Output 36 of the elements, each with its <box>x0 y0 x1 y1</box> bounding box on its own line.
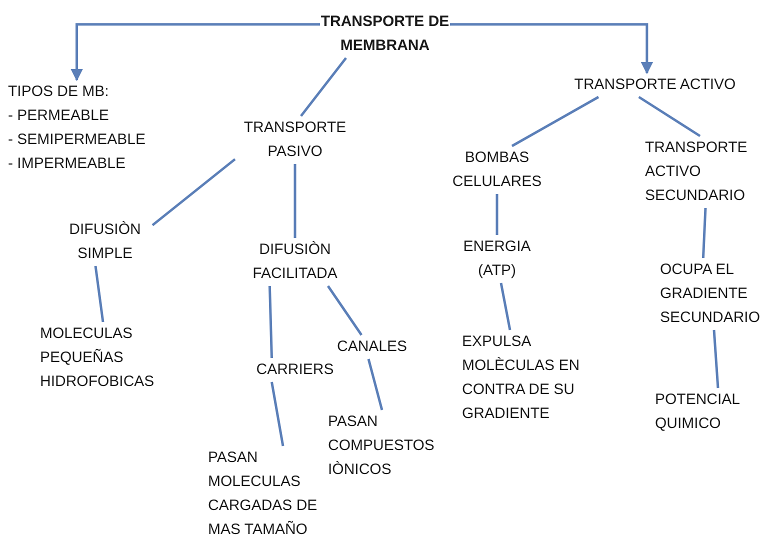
arrow <box>70 23 320 82</box>
concept-text: MOLECULAS PEQUEÑAS HIDROFOBICAS <box>40 324 156 392</box>
connector-line <box>511 96 600 148</box>
connector-line <box>367 358 384 410</box>
connector-line <box>496 194 498 235</box>
concept-text: BOMBAS CELULARES <box>451 148 543 192</box>
arrow <box>450 23 654 74</box>
list-item: - IMPERMEABLE <box>8 154 127 174</box>
connector-line <box>638 96 701 138</box>
concept-text: ENERGIA (ATP) <box>462 237 532 281</box>
concept-text: EXPULSA MOLÈCULAS EN CONTRA DE SU GRADIENTE <box>462 332 581 424</box>
connector-line <box>500 282 512 330</box>
connector-line <box>94 266 104 322</box>
list-item: - SEMIPERMEABLE <box>8 130 146 150</box>
concept-text: TRANSPORTE ACTIVO SECUNDARIO <box>645 138 748 206</box>
concept-text: TRANSPORTE PASIVO <box>242 118 348 162</box>
concept-text: PASAN MOLECULAS CARGADAS DE MAS TAMAÑO <box>208 448 318 540</box>
concept-text: CARRIERS <box>256 360 334 380</box>
connector-line <box>712 330 720 388</box>
title-text: TRANSPORTE DE MEMBRANA <box>320 12 450 56</box>
connector-line <box>300 57 347 117</box>
connector-line <box>326 285 363 336</box>
concept-text: TIPOS DE MB: <box>8 82 110 102</box>
connector-line <box>268 286 273 358</box>
concept-text: DIFUSIÒN FACILITADA <box>252 240 338 284</box>
connector-line <box>152 158 236 226</box>
concept-text: TRANSPORTE ACTIVO <box>574 75 736 95</box>
concept-text: DIFUSIÒN SIMPLE <box>68 220 142 264</box>
concept-text: OCUPA EL GRADIENTE SECUNDARIO <box>660 260 762 328</box>
connector-line <box>294 164 296 238</box>
connector-line <box>702 208 707 258</box>
connector-line <box>270 382 284 446</box>
list-item: - PERMEABLE <box>8 106 110 126</box>
concept-text: PASAN COMPUESTOS IÒNICOS <box>328 412 436 480</box>
concept-text: CANALES <box>336 337 408 357</box>
concept-text: POTENCIAL QUIMICO <box>655 390 740 434</box>
